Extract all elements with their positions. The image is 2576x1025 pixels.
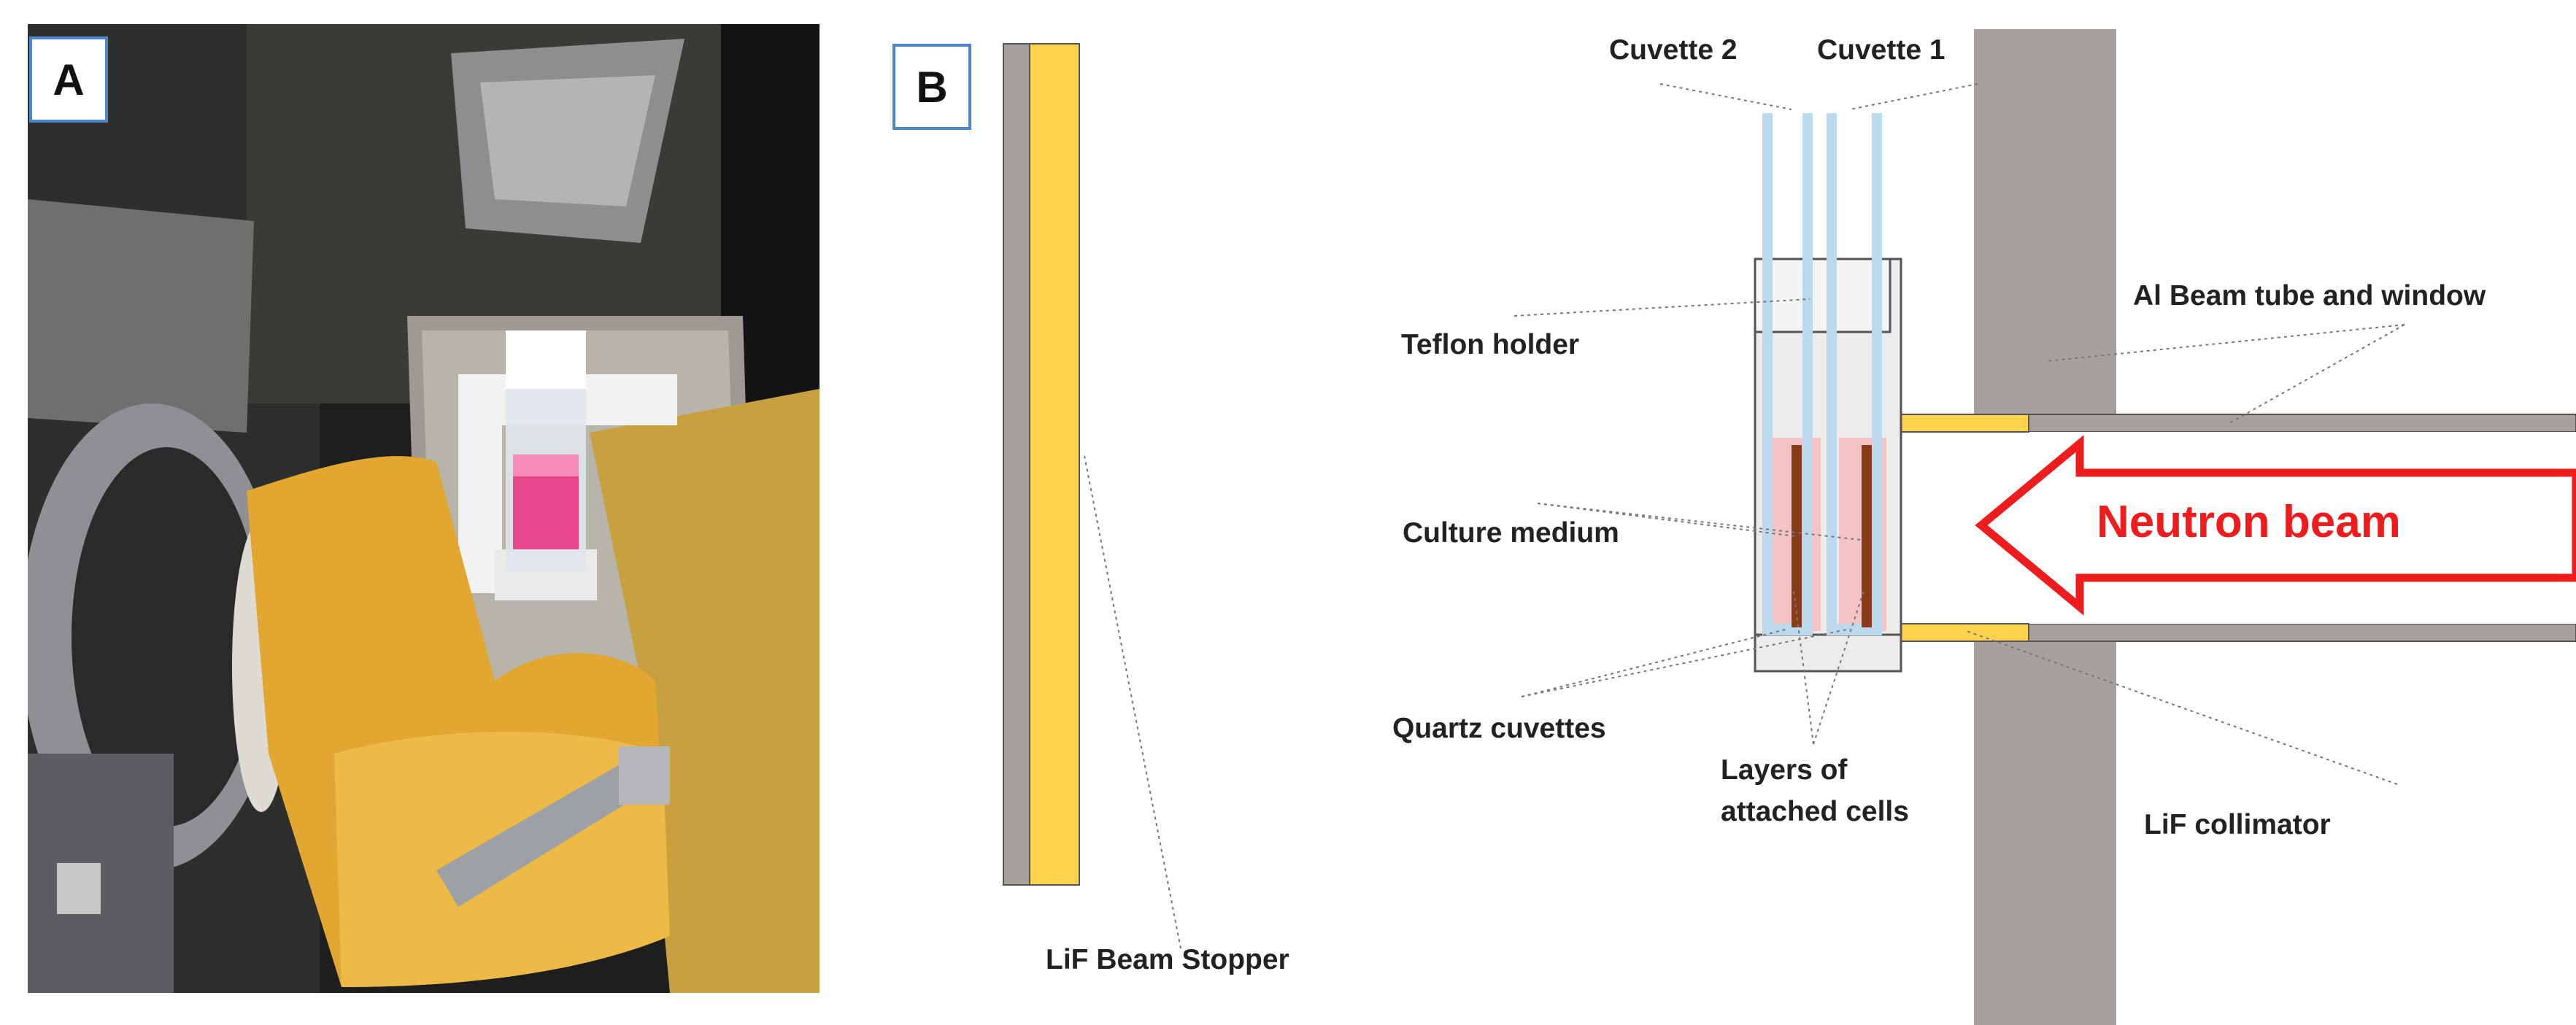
label-cuvette-2: Cuvette 2 [1609,34,1738,66]
label-neutron-beam: Neutron beam [2097,497,2401,547]
photo-experimental-setup [28,24,820,993]
label-lif-beam-stopper: LiF Beam Stopper [1046,944,1289,975]
lif-collimator-bottom [1886,623,2029,642]
cell-layer-1 [1862,445,1872,627]
label-lif-collimator: LiF collimator [2144,809,2331,840]
label-layers-line1: Layers of [1721,754,1848,786]
label-teflon-holder: Teflon holder [1401,329,1580,360]
label-al-beam-tube: Al Beam tube and window [2133,280,2486,312]
cuvette-2-wall-right [1802,113,1813,635]
lif-collimator-top [1886,414,2029,433]
cuvette-1-wall-left [1827,113,1837,635]
label-quartz-cuvettes: Quartz cuvettes [1392,713,1606,744]
teflon-holder-base [1754,633,1902,673]
photo-illustration [28,24,820,993]
teflon-holder-top [1754,258,1891,333]
label-cuvette-1: Cuvette 1 [1817,34,1946,66]
beam-stopper-gray [1003,43,1030,886]
neutron-beam-arrow [1975,435,2576,616]
panel-a-label: A [29,36,108,123]
cuvette-1-bottom [1827,624,1882,635]
beam-stopper-lif [1029,43,1080,886]
panel-b-label: B [892,44,971,130]
label-layers-line2: attached cells [1721,796,1909,827]
cell-layer-2 [1792,445,1802,627]
cuvette-1-wall-right [1872,113,1882,635]
cuvette-2-wall-left [1762,113,1773,635]
label-culture-medium: Culture medium [1403,517,1619,549]
irradiation-diagram: Cuvette 2 Cuvette 1 Teflon holder Cultur… [868,0,2576,1025]
